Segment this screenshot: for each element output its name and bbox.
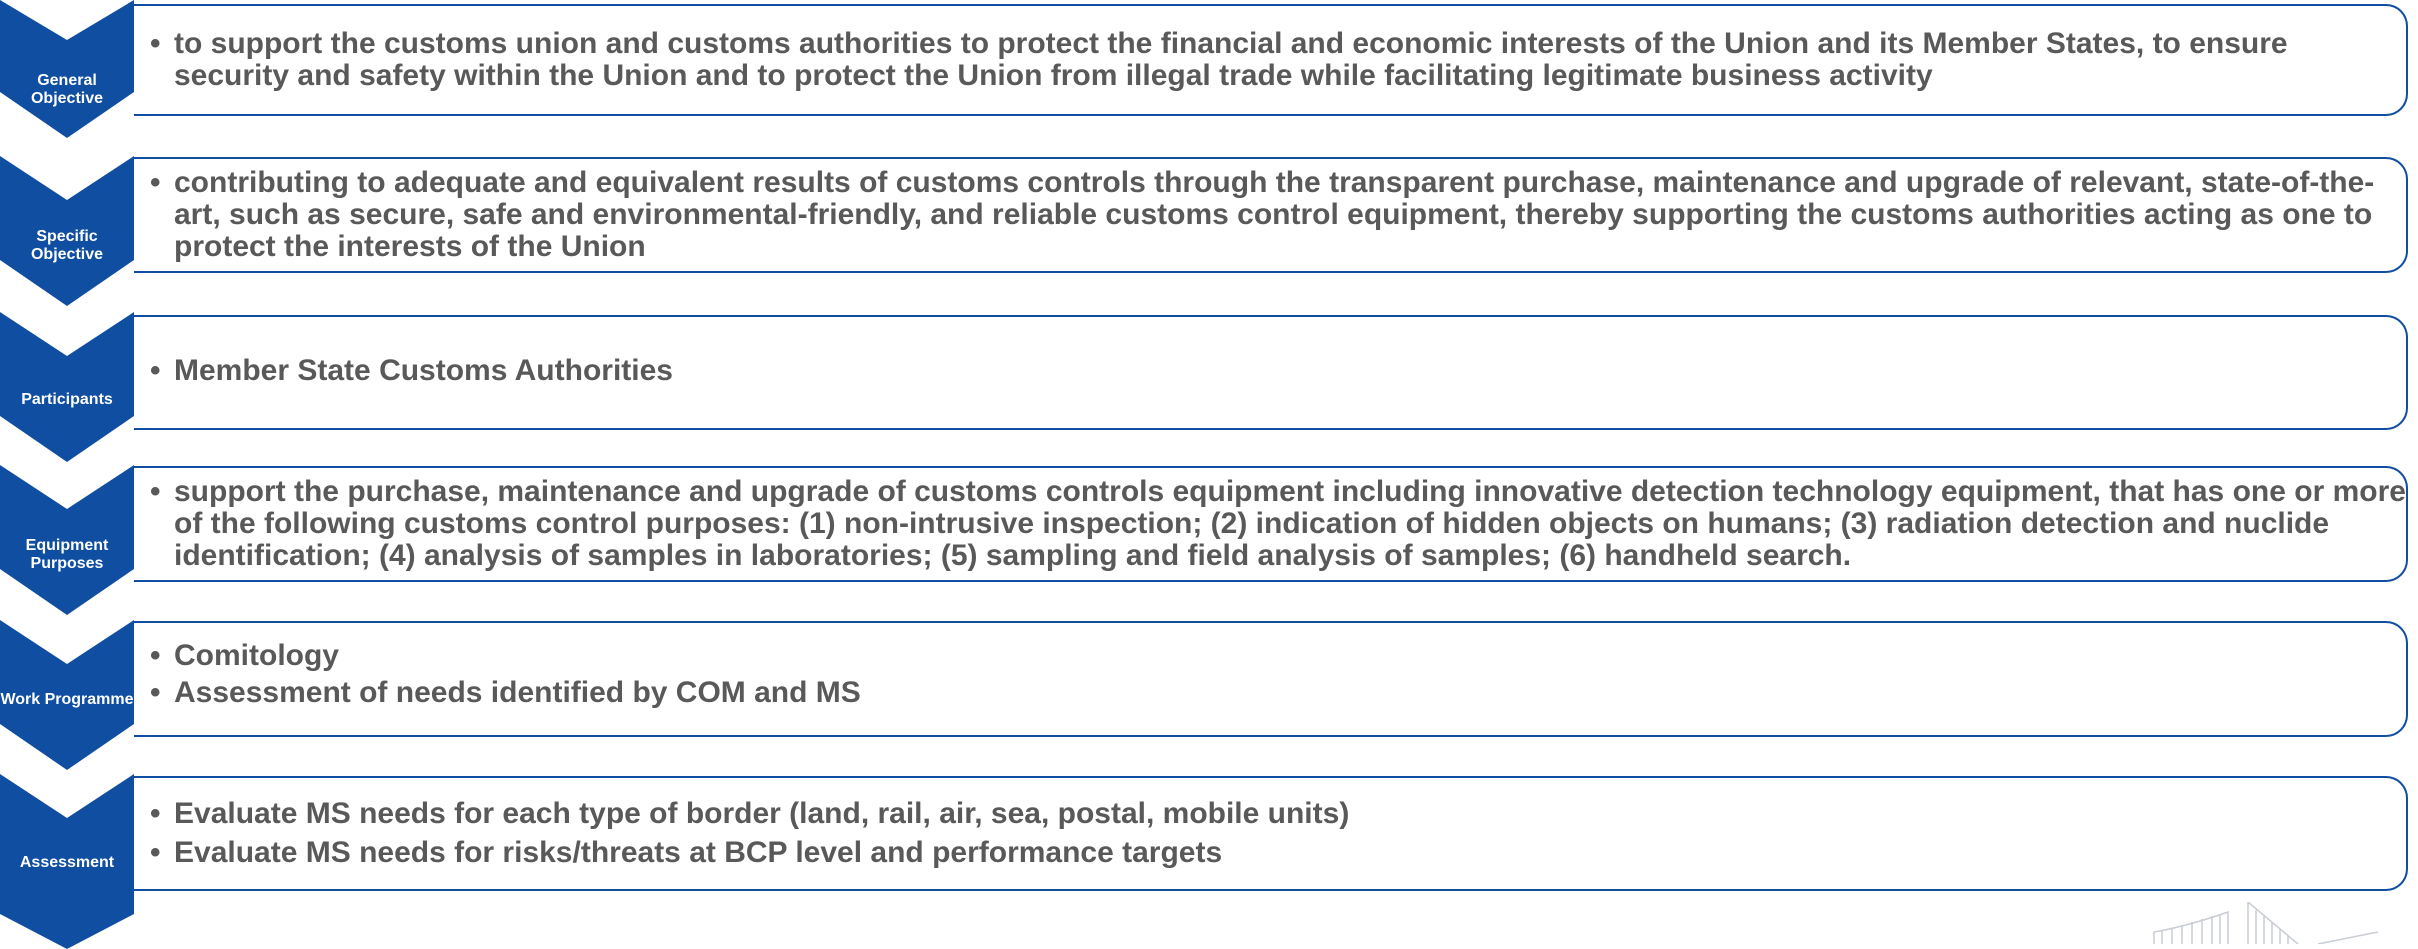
row-label: Assessment: [19, 854, 115, 871]
row-box-participants: •Member State Customs Authorities: [134, 315, 2408, 430]
chevron-general-objective: General Objective: [0, 0, 134, 138]
chevron-shape: [0, 312, 134, 462]
list-item: •to support the customs union and custom…: [150, 27, 2288, 92]
row-box-specific-objective: • contributing to adequate and equivalen…: [134, 157, 2408, 273]
eu-commission-logo-icon: [2148, 900, 2398, 949]
list-item: •Evaluate MS needs for each type of bord…: [150, 797, 1350, 830]
row-label: Specific Objective: [30, 228, 104, 263]
row-label: Work Programme: [0, 691, 134, 708]
chevron-shape: [0, 0, 134, 138]
chevron-specific-objective: Specific Objective: [0, 156, 134, 306]
list-item: •Assessment of needs identified by COM a…: [150, 676, 861, 709]
row-label: General Objective: [30, 72, 104, 107]
list-item: • contributing to adequate and equivalen…: [150, 166, 2375, 263]
list-item: •support the purchase, maintenance and u…: [150, 475, 2406, 572]
chevron-shape: [0, 156, 134, 306]
chevron-equipment-purposes: Equipment Purposes: [0, 465, 134, 615]
row-box-equipment-purposes: •support the purchase, maintenance and u…: [134, 466, 2408, 582]
chevron-shape: [0, 774, 134, 949]
row-label: Participants: [21, 391, 113, 408]
chevron-participants: Participants: [0, 312, 134, 462]
list-item: •Evaluate MS needs for risks/threats at …: [150, 836, 1223, 869]
list-item: •Comitology: [150, 639, 339, 672]
chevron-assessment: Assessment: [0, 774, 134, 949]
list-item: •Member State Customs Authorities: [150, 354, 673, 387]
row-label: Equipment Purposes: [25, 537, 109, 572]
chevron-work-programme: Work Programme: [0, 620, 134, 770]
chevron-shape: [0, 465, 134, 615]
row-box-assessment: •Evaluate MS needs for each type of bord…: [134, 776, 2408, 891]
row-box-work-programme: •Comitology •Assessment of needs identif…: [134, 621, 2408, 737]
row-box-general-objective: •to support the customs union and custom…: [134, 4, 2408, 116]
chevron-shape: [0, 620, 134, 770]
